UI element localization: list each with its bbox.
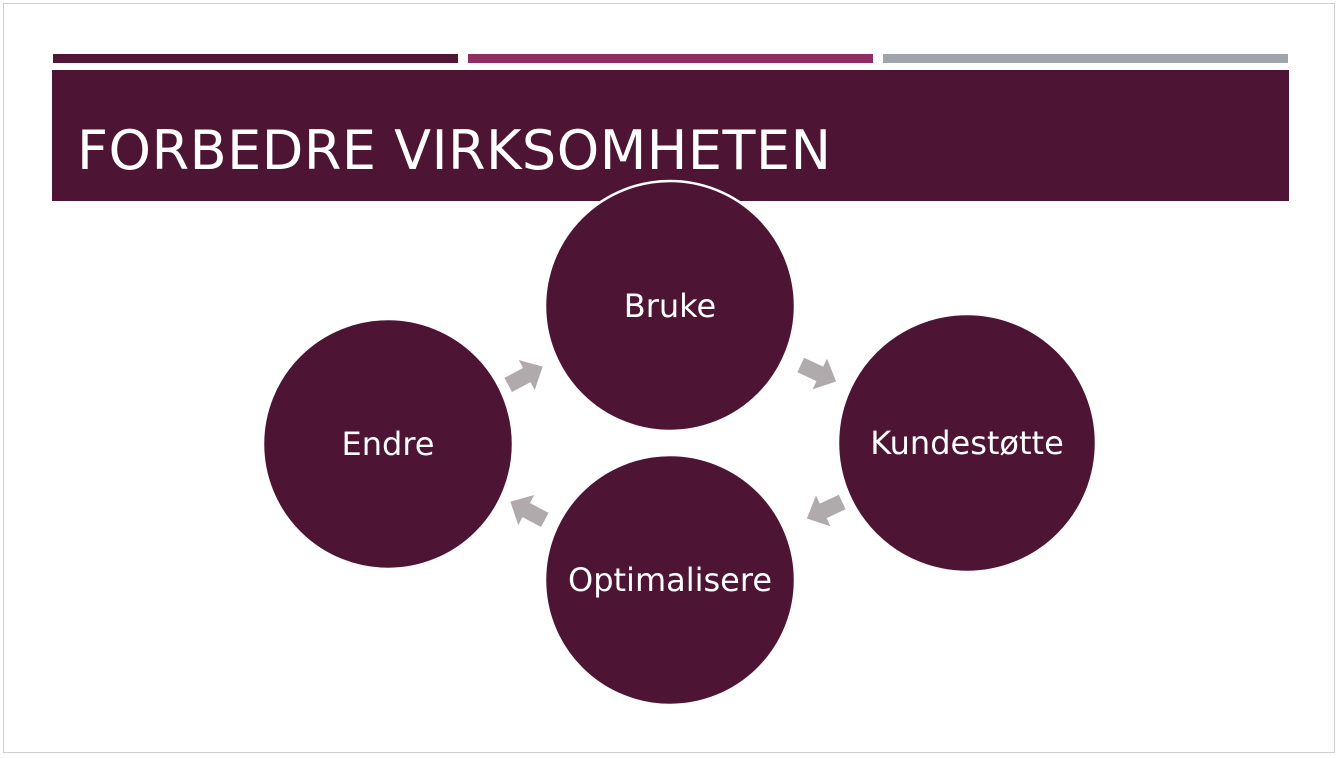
- cycle-arrow-endre-to-bruke: [504, 360, 543, 392]
- cycle-node-label-bruke: Bruke: [624, 287, 716, 325]
- cycle-arrow-bruke-to-kundestotte: [797, 357, 837, 390]
- accent-bar-gray: [883, 54, 1288, 63]
- cycle-node-circle-endre: [261, 317, 515, 571]
- cycle-node-kundestotte: Kundestøtte: [836, 312, 1098, 574]
- cycle-node-label-kundestotte: Kundestøtte: [870, 424, 1064, 462]
- cycle-arrow-optimalisere-to-endre: [510, 495, 549, 527]
- cycle-node-endre: Endre: [261, 317, 515, 571]
- cycle-arrow-kundestotte-to-optimalisere: [806, 494, 846, 527]
- slide-title: FORBEDRE VIRKSOMHETEN: [77, 119, 832, 182]
- cycle-arrows: [504, 357, 846, 527]
- cycle-node-bruke: Bruke: [543, 179, 797, 433]
- cycle-node-circle-bruke: [543, 179, 797, 433]
- cycle-node-optimalisere: Optimalisere: [543, 453, 797, 707]
- cycle-node-circle-kundestotte: [836, 312, 1098, 574]
- cycle-node-label-optimalisere: Optimalisere: [568, 561, 772, 599]
- cycle-node-circle-optimalisere: [543, 453, 797, 707]
- accent-bar-magenta: [468, 54, 873, 63]
- accent-bar-dark: [53, 54, 458, 63]
- title-band: [52, 70, 1289, 201]
- cycle-node-label-endre: Endre: [342, 425, 435, 463]
